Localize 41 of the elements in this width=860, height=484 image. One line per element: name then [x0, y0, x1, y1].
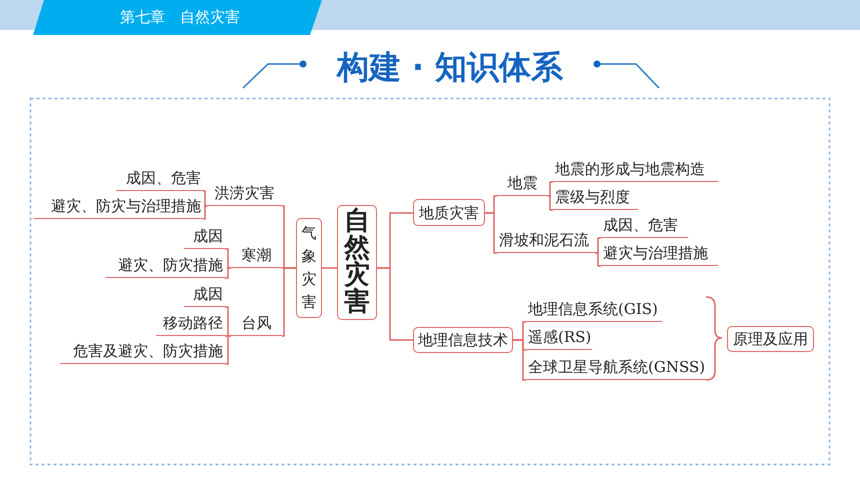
- chapter-heading: 第七章 自然灾害: [120, 7, 240, 27]
- connector-line: [513, 339, 526, 381]
- connector-line: [548, 181, 553, 197]
- connector-line: [485, 212, 497, 254]
- connector-line: [225, 267, 231, 279]
- connector-line: [203, 205, 207, 220]
- category-box: 原理及应用: [727, 326, 814, 352]
- topic-text: 避灾与治理措施: [601, 242, 718, 266]
- topic-text: 地震: [497, 172, 548, 196]
- topic-text: 洪涝灾害: [207, 182, 282, 206]
- topic-text: 震级与烈度: [553, 186, 638, 210]
- connector-line: [322, 267, 337, 269]
- category-box: 地质灾害: [413, 199, 485, 226]
- section-title: 构建 · 知识体系: [335, 48, 564, 86]
- topic-text: 地震的形成与地震构造: [553, 158, 718, 182]
- category-box: 气象灾害: [296, 218, 322, 318]
- topic-text: 遥感(RS): [526, 326, 592, 350]
- connector-line: [548, 195, 553, 211]
- topic-text: 全球卫星导航系统(GNSS): [526, 356, 706, 380]
- topic-text: 避灾、防灾与治理措施: [34, 195, 203, 219]
- topic-text: 地理信息系统(GIS): [526, 298, 662, 322]
- central-box: 自然灾害: [337, 205, 377, 320]
- topic-text: 台风: [231, 312, 282, 336]
- topic-text: 成因、危害: [601, 214, 688, 238]
- topic-text: 移动路径: [156, 312, 225, 336]
- topic-text: 滑坡和泥石流: [497, 229, 595, 253]
- topic-text: 危害及避灾、防灾措施: [60, 340, 225, 364]
- connector-line: [377, 267, 413, 341]
- connector-line: [225, 306, 231, 337]
- topic-text: 成因、危害: [116, 167, 203, 191]
- topic-text: 避灾、防灾措施: [106, 254, 225, 278]
- category-box: 地理信息技术: [413, 327, 513, 353]
- connector-line: [225, 248, 231, 269]
- topic-text: 成因: [184, 225, 225, 249]
- topic-text: 成因: [184, 283, 225, 307]
- connector-line: [595, 237, 601, 254]
- connector-line: [282, 267, 296, 337]
- topic-text: 寒潮: [231, 244, 282, 268]
- connector-line: [225, 335, 231, 365]
- connector-line: [203, 190, 207, 207]
- connector-line: [595, 252, 601, 267]
